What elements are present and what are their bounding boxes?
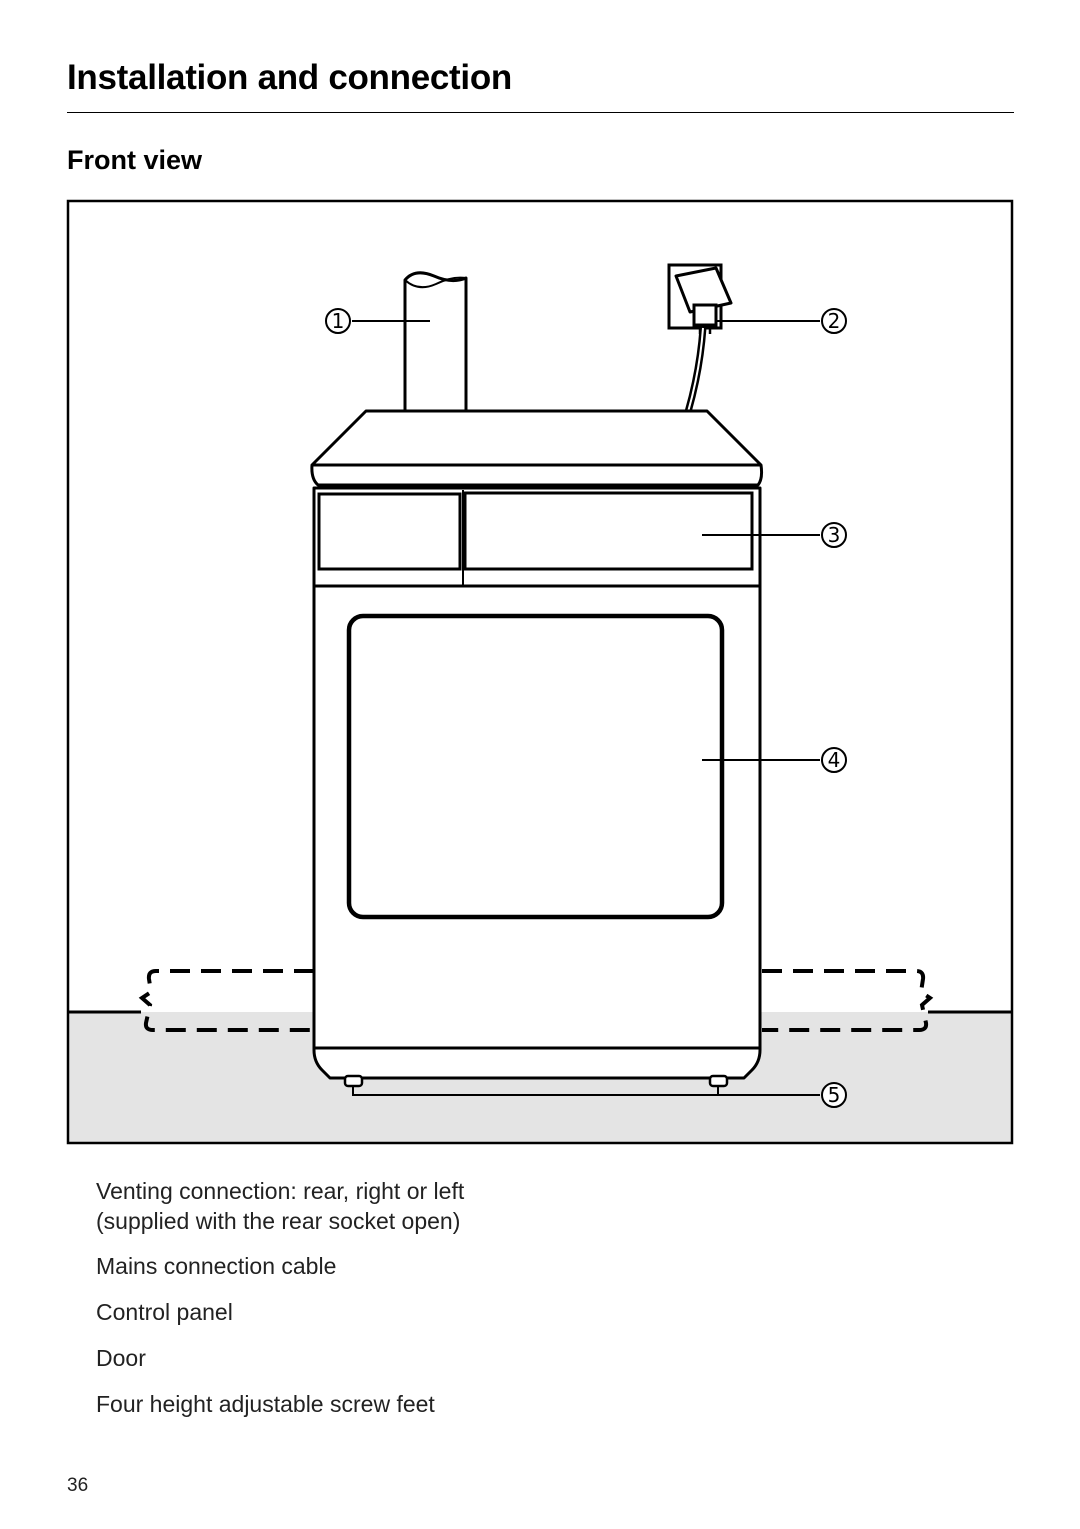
control-panel-left	[317, 492, 462, 571]
vent-pipe-rim	[404, 276, 467, 289]
callout-5-number: 5	[828, 1083, 841, 1107]
callout-5-leader	[352, 1086, 820, 1096]
door	[346, 613, 725, 920]
legend-item-venting-connection: Venting connection: rear, right or left	[96, 1178, 465, 1204]
control-panel-right	[463, 491, 754, 571]
callout-4-number: 4	[828, 748, 841, 772]
socket-lid	[674, 266, 733, 314]
callout-5-circle	[821, 1082, 847, 1108]
mains-cable	[684, 327, 707, 413]
callout-1-number: 1	[332, 309, 345, 333]
vent-pipe	[403, 271, 468, 414]
legend-item-control-panel: Control panel	[96, 1299, 233, 1325]
subsection-title: Front view	[67, 145, 203, 175]
callout-2-number: 2	[828, 309, 841, 333]
page-number: 36	[67, 1475, 89, 1496]
dryer-top	[310, 409, 764, 487]
plinth-dashed-outline	[138, 969, 934, 1032]
legend-item-mains-cable: Mains connection cable	[96, 1253, 337, 1279]
section-title: Installation and connection	[67, 58, 512, 97]
foot-right	[708, 1074, 729, 1088]
legend-item-venting-connection-note: (supplied with the rear socket open)	[96, 1208, 461, 1234]
plug	[692, 303, 718, 327]
legend-item-screw-feet: Four height adjustable screw feet	[96, 1391, 435, 1417]
figure-frame	[66, 199, 1014, 1145]
callout-3-number: 3	[828, 523, 841, 547]
foot-left	[343, 1074, 364, 1088]
callout-3-circle	[821, 522, 847, 548]
callout-1-circle	[325, 308, 351, 334]
callout-4-circle	[821, 747, 847, 773]
title-rule	[67, 112, 1014, 113]
callout-2-circle	[821, 308, 847, 334]
legend-item-door: Door	[96, 1345, 146, 1371]
